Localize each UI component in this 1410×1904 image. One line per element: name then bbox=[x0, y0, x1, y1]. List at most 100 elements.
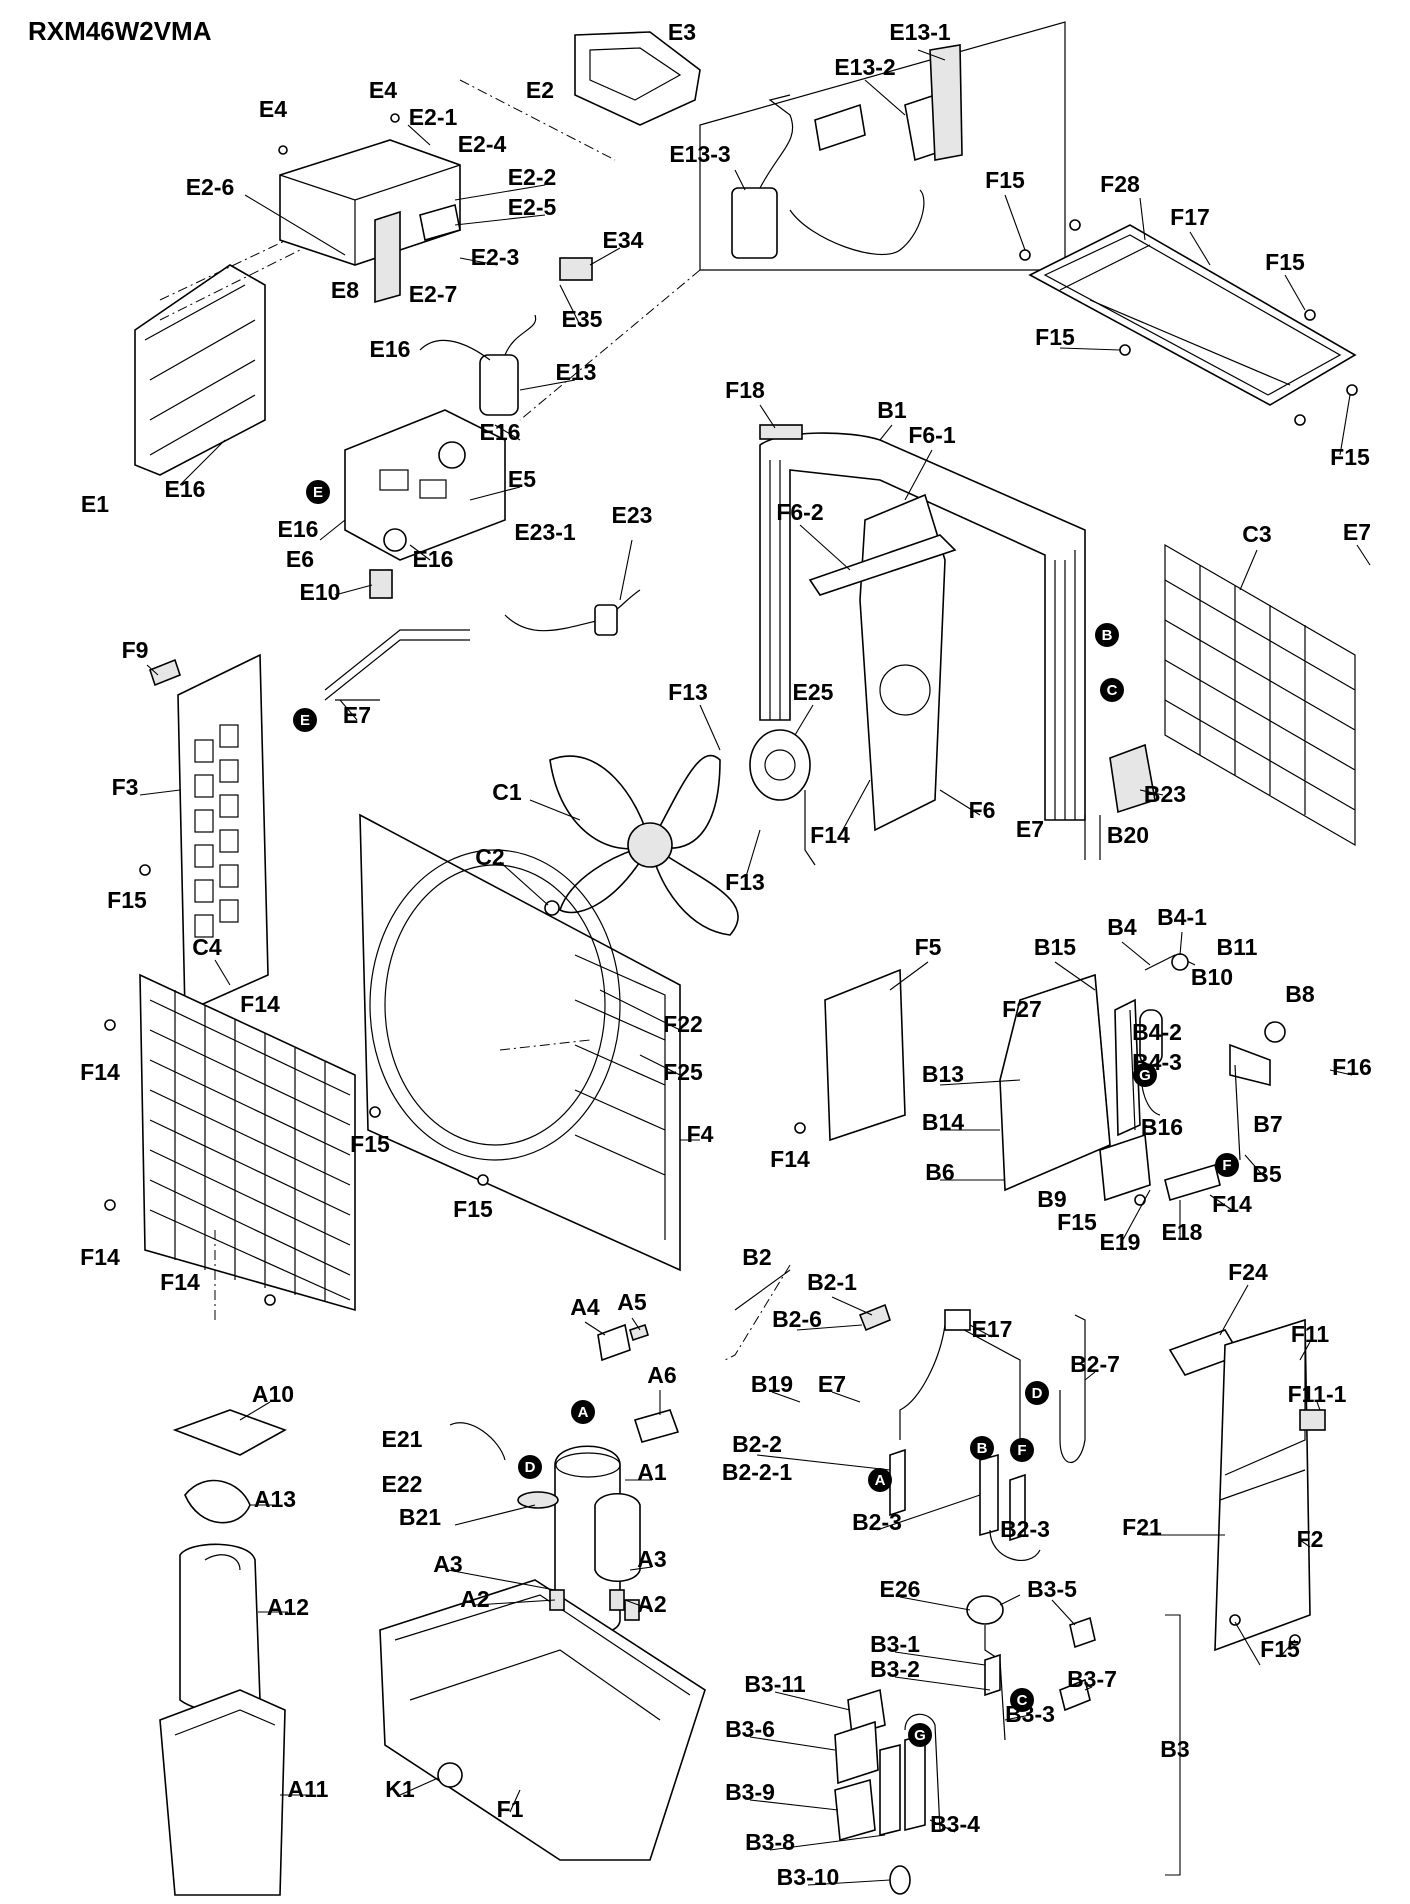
part-label-b21: B21 bbox=[399, 1504, 441, 1530]
part-label-b2-3: B2-3 bbox=[1000, 1516, 1050, 1542]
part-label-f15: F15 bbox=[350, 1131, 390, 1157]
part-label-b2-7: B2-7 bbox=[1070, 1351, 1120, 1377]
part-label-f15: F15 bbox=[1035, 324, 1075, 350]
connection-badge-letter: C bbox=[1107, 682, 1118, 699]
part-label-f3: F3 bbox=[112, 774, 139, 800]
part-label-e16: E16 bbox=[480, 419, 521, 445]
part-label-b2: B2 bbox=[742, 1244, 771, 1270]
connection-badge-e: E bbox=[306, 480, 330, 504]
part-label-f5: F5 bbox=[915, 934, 942, 960]
part-label-e6: E6 bbox=[286, 546, 314, 572]
part-label-f15: F15 bbox=[1260, 1636, 1300, 1662]
connection-badge-letter: D bbox=[525, 1459, 536, 1476]
part-label-b2-6: B2-6 bbox=[772, 1306, 822, 1332]
part-label-b4-2: B4-2 bbox=[1132, 1019, 1182, 1045]
connection-badge-d: D bbox=[1025, 1381, 1049, 1405]
part-label-b3-1: B3-1 bbox=[870, 1631, 920, 1657]
part-label-e16: E16 bbox=[370, 336, 411, 362]
part-label-k1: K1 bbox=[385, 1776, 415, 1802]
part-label-b15: B15 bbox=[1034, 934, 1076, 960]
part-label-e10: E10 bbox=[300, 579, 341, 605]
part-label-a10: A10 bbox=[252, 1381, 294, 1407]
part-label-e34: E34 bbox=[603, 227, 644, 253]
connection-badge-c: C bbox=[1010, 1688, 1034, 1712]
part-label-e3: E3 bbox=[668, 19, 696, 45]
connection-badge-e: E bbox=[293, 708, 317, 732]
part-label-f13: F13 bbox=[725, 869, 765, 895]
part-label-b3-9: B3-9 bbox=[725, 1779, 775, 1805]
part-label-e22: E22 bbox=[382, 1471, 423, 1497]
leader-lines bbox=[139, 49, 1371, 1886]
part-label-e13-1: E13-1 bbox=[889, 19, 951, 45]
part-label-a4: A4 bbox=[570, 1294, 600, 1320]
part-label-b19: B19 bbox=[751, 1371, 793, 1397]
part-label-b3-2: B3-2 bbox=[870, 1656, 920, 1682]
part-label-f15: F15 bbox=[1057, 1209, 1097, 1235]
connection-badge-letter: G bbox=[1139, 1067, 1151, 1084]
connection-badge-c: C bbox=[1100, 678, 1124, 702]
part-label-e23-1: E23-1 bbox=[514, 519, 576, 545]
connection-badge-letter: E bbox=[313, 484, 323, 501]
connection-badge-b: B bbox=[970, 1436, 994, 1460]
part-label-b6: B6 bbox=[925, 1159, 954, 1185]
part-label-e2-5: E2-5 bbox=[508, 194, 557, 220]
connection-badge-letter: A bbox=[578, 1404, 589, 1421]
part-label-b3: B3 bbox=[1160, 1736, 1189, 1762]
part-label-a3: A3 bbox=[637, 1546, 666, 1572]
part-label-e19: E19 bbox=[1100, 1229, 1141, 1255]
part-label-c1: C1 bbox=[492, 779, 522, 805]
connection-badge-letter: C bbox=[1017, 1692, 1028, 1709]
part-label-f25: F25 bbox=[663, 1059, 703, 1085]
part-label-f15: F15 bbox=[1265, 249, 1305, 275]
part-label-b16: B16 bbox=[1141, 1114, 1183, 1140]
part-label-a11: A11 bbox=[288, 1776, 329, 1802]
connection-badge-g: G bbox=[1133, 1063, 1157, 1087]
part-label-e13-3: E13-3 bbox=[669, 141, 730, 167]
part-label-e35: E35 bbox=[562, 306, 603, 332]
part-label-f18: F18 bbox=[725, 377, 765, 403]
part-label-e25: E25 bbox=[793, 679, 834, 705]
part-label-f2: F2 bbox=[1297, 1526, 1324, 1552]
part-label-e1: E1 bbox=[81, 491, 109, 517]
part-label-e7: E7 bbox=[1343, 519, 1371, 545]
connection-badge-letter: B bbox=[977, 1440, 988, 1457]
part-label-b5: B5 bbox=[1252, 1161, 1282, 1187]
part-label-b3-5: B3-5 bbox=[1027, 1576, 1077, 1602]
part-label-e4: E4 bbox=[369, 77, 397, 103]
part-label-b23: B23 bbox=[1144, 781, 1186, 807]
connection-badge-letter: G bbox=[914, 1727, 926, 1744]
connection-badge-g: G bbox=[908, 1723, 932, 1747]
part-label-e2-7: E2-7 bbox=[409, 281, 458, 307]
part-label-f15: F15 bbox=[1330, 444, 1370, 470]
part-label-a5: A5 bbox=[617, 1289, 647, 1315]
parts-drawing bbox=[104, 21, 1358, 1896]
part-label-e26: E26 bbox=[880, 1576, 921, 1602]
part-label-f14: F14 bbox=[240, 991, 280, 1017]
connection-badge-a: A bbox=[571, 1400, 595, 1424]
part-label-e7: E7 bbox=[343, 702, 371, 728]
part-label-b3-8: B3-8 bbox=[745, 1829, 795, 1855]
part-label-a6: A6 bbox=[647, 1362, 676, 1388]
part-label-f14: F14 bbox=[770, 1146, 810, 1172]
connection-badge-d: D bbox=[518, 1455, 542, 1479]
part-label-b9: B9 bbox=[1037, 1186, 1066, 1212]
part-label-e2-2: E2-2 bbox=[508, 164, 557, 190]
part-label-f28: F28 bbox=[1100, 171, 1140, 197]
part-label-f4: F4 bbox=[687, 1121, 714, 1147]
connection-badge-letter: E bbox=[300, 712, 310, 729]
part-label-e2-4: E2-4 bbox=[458, 131, 507, 157]
part-label-c4: C4 bbox=[192, 934, 222, 960]
part-label-b1: B1 bbox=[877, 397, 907, 423]
connection-badge-a: A bbox=[868, 1468, 892, 1492]
part-label-f6-1: F6-1 bbox=[908, 422, 956, 448]
part-label-e2: E2 bbox=[526, 77, 554, 103]
part-label-f6-2: F6-2 bbox=[776, 499, 823, 525]
part-label-b3-11: B3-11 bbox=[744, 1671, 806, 1697]
part-label-b20: B20 bbox=[1107, 822, 1149, 848]
part-label-b3-3: B3-3 bbox=[1005, 1701, 1055, 1727]
part-label-b11: B11 bbox=[1217, 934, 1258, 960]
connection-badge-letter: D bbox=[1032, 1385, 1043, 1402]
part-label-f14: F14 bbox=[810, 822, 850, 848]
part-label-b2-1: B2-1 bbox=[807, 1269, 857, 1295]
